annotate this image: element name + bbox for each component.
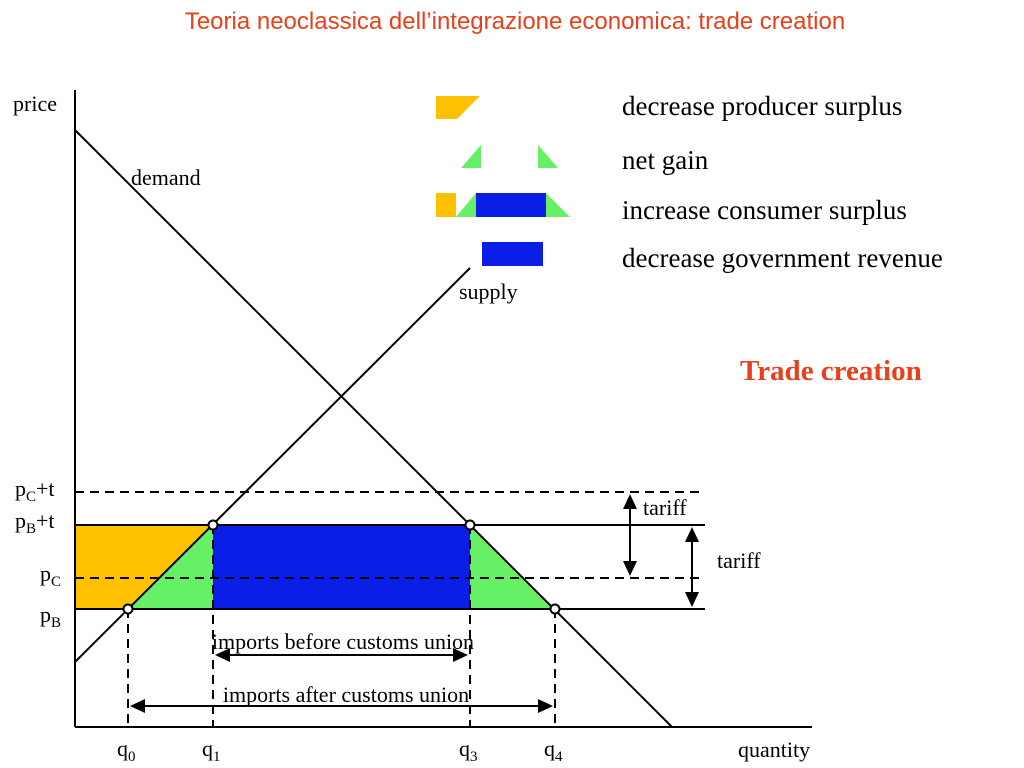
label-pb-plus-t: pB+t	[15, 508, 55, 537]
legend-text-net-gain: net gain	[622, 145, 709, 175]
point-q3-pbt	[464, 519, 476, 531]
label-q4: q4	[544, 736, 563, 765]
imports-after-arrow	[130, 699, 553, 713]
point-q4-pb	[549, 603, 561, 615]
legend-text-consumer-surplus: increase consumer surplus	[622, 195, 907, 225]
demand-label: demand	[131, 165, 201, 190]
demand-curve	[74, 129, 673, 728]
label-q1: q1	[202, 736, 221, 765]
legend-text-producer-surplus: decrease producer surplus	[622, 91, 902, 121]
legend-swatch-net-gain	[461, 145, 558, 168]
label-q3: q3	[459, 736, 478, 765]
supply-label: supply	[459, 279, 518, 304]
tariff-arrow-small	[623, 494, 637, 576]
legend-text-government-revenue: decrease government revenue	[622, 243, 943, 273]
legend-swatch-government-revenue	[482, 242, 543, 266]
legend-swatch-producer-surplus	[436, 96, 480, 119]
tariff-arrow-large	[685, 527, 699, 607]
point-q0-pb	[122, 603, 134, 615]
x-axis-label: quantity	[738, 737, 810, 762]
point-q1-pbt	[207, 519, 219, 531]
label-pb: pB	[40, 602, 61, 631]
label-pc: pC	[40, 561, 61, 590]
label-q0: q0	[117, 736, 136, 765]
slide-title: Teoria neoclassica dell’integrazione eco…	[184, 8, 846, 35]
imports-before-label: imports before customs union	[212, 629, 474, 654]
imports-after-label: imports after customs union	[223, 682, 469, 707]
government-revenue-area	[213, 525, 470, 609]
imports-before-arrow	[215, 648, 468, 662]
trade-creation-heading: Trade creation	[740, 355, 922, 387]
producer-surplus-area	[75, 525, 213, 609]
label-pc-plus-t: pC+t	[15, 476, 55, 505]
tariff-label-large: tariff	[717, 548, 761, 573]
tariff-label-small: tariff	[643, 495, 687, 520]
y-axis-label: price	[13, 91, 57, 116]
legend-swatch-consumer-surplus	[436, 193, 570, 217]
supply-curve	[74, 267, 471, 663]
